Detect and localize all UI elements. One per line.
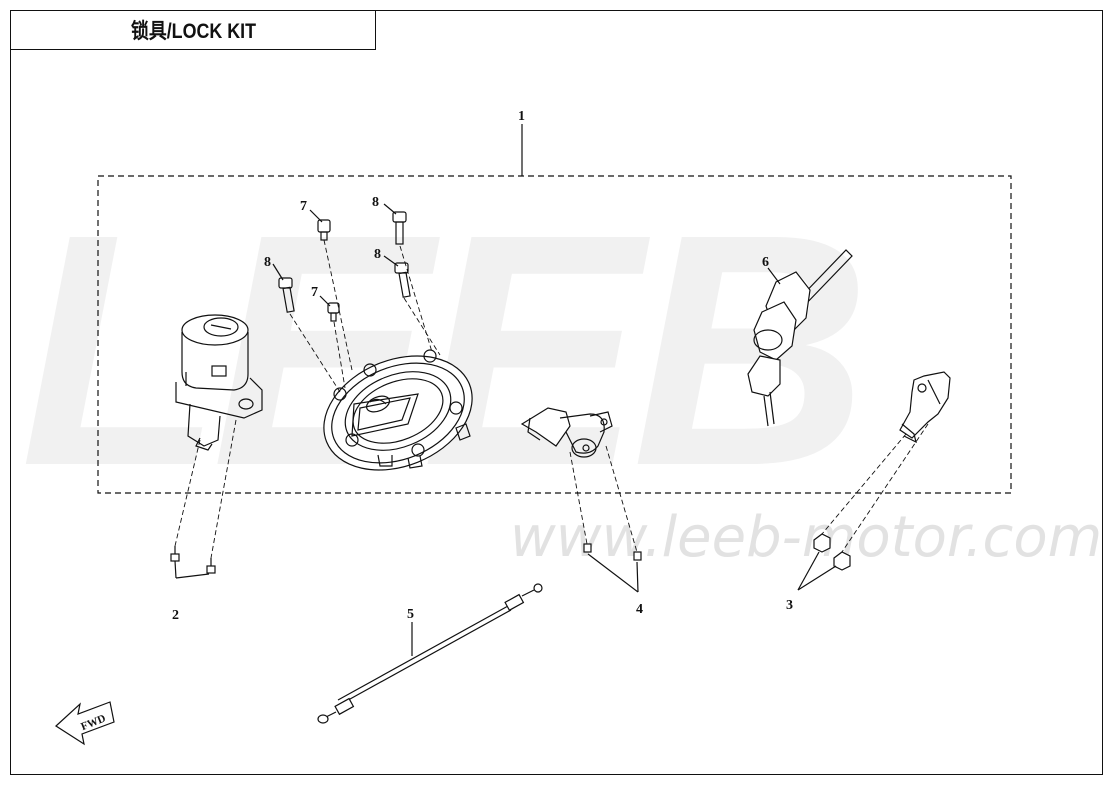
callout-6: 6 bbox=[762, 255, 769, 270]
brand-watermark: LEEB bbox=[20, 165, 870, 534]
callout-4: 4 bbox=[636, 602, 643, 617]
seat-lock bbox=[520, 407, 613, 458]
url-watermark: www.leeb-motor.com bbox=[510, 505, 1103, 570]
screw-2-a bbox=[170, 546, 180, 562]
callout-7-a: 7 bbox=[300, 199, 307, 214]
screw-7-a bbox=[317, 219, 331, 241]
screw-2-b bbox=[206, 558, 216, 574]
page-title: 锁具/LOCK KIT bbox=[130, 20, 256, 43]
callout-8-b: 8 bbox=[374, 247, 381, 262]
callout-7-b: 7 bbox=[311, 285, 318, 300]
keys bbox=[747, 249, 853, 427]
callout-8-a: 8 bbox=[372, 195, 379, 210]
bolt-3-b bbox=[833, 551, 851, 571]
callout-3: 3 bbox=[786, 598, 793, 613]
bracket bbox=[899, 371, 951, 444]
kit-group-box bbox=[97, 175, 1012, 494]
screw-4-a bbox=[583, 543, 592, 553]
screw-8-a bbox=[392, 211, 407, 245]
title-box: 锁具/LOCK KIT bbox=[10, 10, 376, 50]
callout-5: 5 bbox=[407, 607, 414, 622]
screw-7-b bbox=[327, 302, 340, 322]
callout-2: 2 bbox=[172, 608, 179, 623]
screw-4-b bbox=[633, 551, 642, 561]
bolt-3-a bbox=[813, 533, 831, 553]
callout-8-c: 8 bbox=[264, 255, 271, 270]
fuel-cap bbox=[323, 349, 473, 471]
fwd-arrow-icon bbox=[55, 701, 115, 746]
screw-8-b bbox=[394, 262, 411, 298]
screw-8-c bbox=[278, 277, 295, 313]
drawing-frame bbox=[10, 10, 1103, 775]
seat-cable bbox=[317, 583, 543, 724]
callout-1: 1 bbox=[518, 109, 525, 124]
ignition-switch bbox=[175, 314, 263, 451]
